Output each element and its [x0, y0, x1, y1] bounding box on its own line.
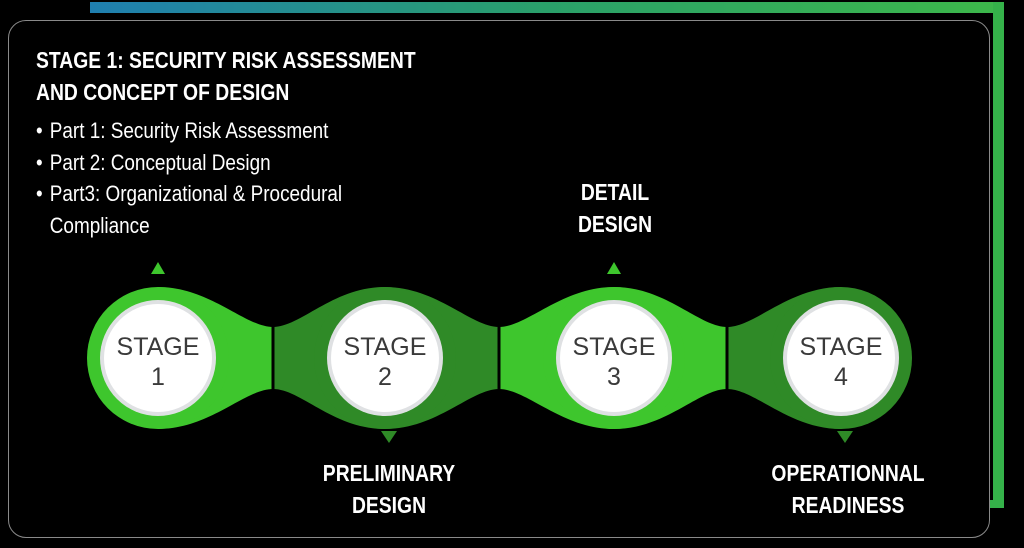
stage-divider	[271, 320, 275, 396]
stage-divider	[725, 320, 729, 396]
bullet: •	[36, 181, 43, 206]
stage-4-word: STAGE	[800, 333, 883, 361]
bullet-text: Part 2: Conceptual Design	[49, 149, 271, 175]
list-item: •Part3: Organizational & Procedural	[36, 178, 342, 210]
triangle-up-icon	[607, 262, 621, 274]
stage-1-number: 1	[151, 363, 165, 391]
stage-2-number: 2	[378, 363, 392, 391]
bullet: •	[36, 149, 43, 175]
bullet-text: Part3: Organizational & Procedural	[49, 181, 343, 206]
triangle-down-icon	[381, 431, 397, 443]
stage-2-word: STAGE	[344, 333, 427, 361]
triangle-up-icon	[151, 262, 165, 274]
list-item: •Part 2: Conceptual Design	[36, 147, 342, 179]
bullet-text: Part 1: Security Risk Assessment	[49, 118, 329, 143]
stage-divider	[497, 320, 501, 396]
stage-3-inner-circle	[560, 304, 668, 412]
title-line-1: STAGE 1: SECURITY RISK ASSESSMENT	[36, 47, 416, 73]
stage2-label: PRELIMINARY DESIGN	[323, 457, 455, 521]
diagram-frame	[8, 20, 990, 538]
label-line: PRELIMINARY	[322, 460, 456, 486]
bullet-text: Compliance	[49, 212, 150, 238]
stage-3-word: STAGE	[573, 333, 656, 361]
stage1-parts-list: •Part 1: Security Risk Assessment •Part …	[36, 115, 342, 241]
label-line: OPERATIONNAL	[771, 460, 925, 486]
triangle-down-icon	[837, 431, 853, 443]
list-item: •Part 1: Security Risk Assessment	[36, 115, 342, 147]
stage-2-inner-circle	[331, 304, 439, 412]
stage4-label: OPERATIONNAL READINESS	[771, 457, 924, 521]
label-line: DESIGN	[351, 492, 427, 518]
decorative-top-bar	[90, 2, 1004, 13]
list-item-continued: Compliance	[36, 210, 342, 242]
bullet: •	[36, 118, 43, 143]
stage3-label: DETAIL DESIGN	[578, 176, 652, 240]
label-line: READINESS	[791, 492, 905, 518]
title-line-2: AND CONCEPT OF DESIGN	[36, 79, 290, 105]
stage-1-word: STAGE	[117, 333, 200, 361]
label-line: DESIGN	[577, 211, 653, 237]
decorative-right-bar	[993, 2, 1004, 508]
stage-4-inner-circle	[787, 304, 895, 412]
stage-4-number: 4	[834, 363, 848, 391]
stage1-title: STAGE 1: SECURITY RISK ASSESSMENT AND CO…	[36, 44, 416, 108]
label-line: DETAIL	[580, 179, 650, 205]
decorative-right-bar-foot	[990, 500, 1004, 508]
stage-3-number: 3	[607, 363, 621, 391]
stage-1-inner-circle	[104, 304, 212, 412]
